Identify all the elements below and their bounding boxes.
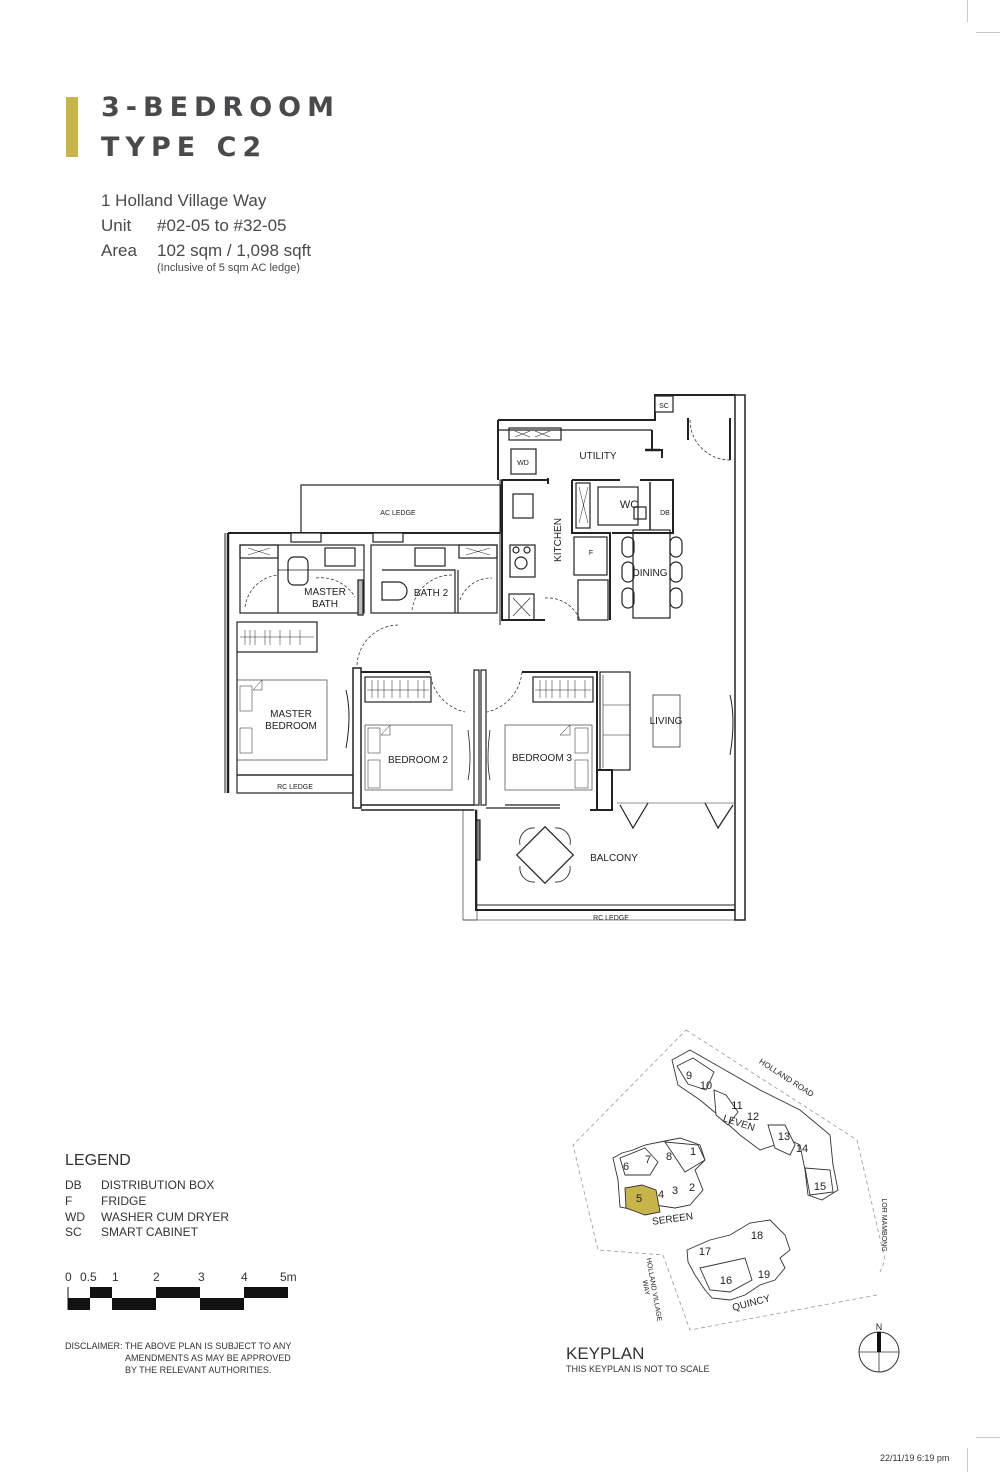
label-utility: UTILITY [579,451,617,462]
crop-mark-top [967,0,968,22]
area-note: (Inclusive of 5 sqm AC ledge) [157,262,301,274]
label-wc: WC [620,499,638,511]
unit-value: #02-05 to #32-05 [157,216,287,235]
north-compass-icon: N [858,1322,900,1373]
exterior-wall-right [734,394,746,921]
accent-bar [66,97,78,157]
svg-text:5: 5 [636,1193,642,1205]
svg-text:3: 3 [672,1185,678,1197]
crop-mark-top-right [976,32,1000,33]
label-master-bedroom-2: BEDROOM [265,721,317,732]
label-kitchen: KITCHEN [553,518,564,562]
svg-text:SEREEN: SEREEN [652,1211,694,1228]
label-balcony: BALCONY [590,853,638,864]
svg-text:13: 13 [778,1131,790,1143]
label-bedroom2: BEDROOM 2 [388,755,448,766]
label-bath2: BATH 2 [414,588,449,599]
print-timestamp: 22/11/19 6:19 pm [880,1453,950,1463]
scale-bar [67,1287,288,1310]
svg-text:10: 10 [700,1080,712,1092]
keyplan-title: KEYPLAN [566,1344,645,1363]
highlighted-block-5 [624,1184,661,1216]
area-label: Area [101,241,137,260]
unit-row: Unit #02-05 to #32-05 [101,213,287,238]
label-rc-ledge-2: RC LEDGE [593,915,629,922]
svg-text:1: 1 [690,1146,696,1158]
svg-text:18: 18 [751,1230,763,1242]
label-ac-ledge: AC LEDGE [380,510,416,517]
svg-text:9: 9 [686,1070,692,1082]
label-wd: WD [517,460,529,467]
keyplan-subtitle: THIS KEYPLAN IS NOT TO SCALE [566,1364,710,1374]
title-line-1: 3-BEDROOM [101,92,340,123]
svg-text:8: 8 [666,1151,672,1163]
label-living: LIVING [650,716,683,727]
svg-text:7: 7 [645,1154,651,1166]
svg-text:N: N [876,1322,883,1332]
label-bedroom3: BEDROOM 3 [512,753,572,764]
scale-labels: 0 0.5 1 2 3 4 5m [65,1270,297,1284]
svg-text:12: 12 [747,1111,759,1123]
label-db: DB [660,510,670,517]
svg-text:15: 15 [814,1181,826,1193]
label-rc-ledge-1: RC LEDGE [277,784,313,791]
address: 1 Holland Village Way [101,191,267,210]
label-master-bath-1: MASTER [304,587,346,598]
disclaimer: DISCLAIMER: THE ABOVE PLAN IS SUBJECT TO… [65,1341,292,1375]
svg-text:14: 14 [796,1143,808,1155]
svg-text:4: 4 [658,1189,664,1201]
svg-text:WAY: WAY [641,1280,651,1296]
label-master-bedroom-1: MASTER [270,709,312,720]
area-value: 102 sqm / 1,098 sqft [157,241,312,260]
crop-mark-bottom [967,1448,968,1472]
crop-mark-bottom-right [976,1437,1000,1438]
title-line-2: TYPE C2 [101,132,268,163]
svg-text:19: 19 [758,1269,770,1281]
label-dining: DINING [633,568,668,579]
svg-text:17: 17 [699,1246,711,1258]
legend-title: LEGEND [65,1152,131,1169]
label-fridge: F [589,550,593,557]
label-master-bath-2: BATH [312,599,338,610]
label-sc: SC [659,403,669,410]
area-row: Area 102 sqm / 1,098 sqft [101,238,311,263]
svg-text:6: 6 [623,1161,629,1173]
svg-text:LOR MAMBONG: LOR MAMBONG [880,1198,887,1251]
svg-text:16: 16 [720,1275,732,1287]
unit-label: Unit [101,216,132,235]
svg-text:11: 11 [731,1100,742,1112]
svg-text:2: 2 [689,1182,695,1194]
